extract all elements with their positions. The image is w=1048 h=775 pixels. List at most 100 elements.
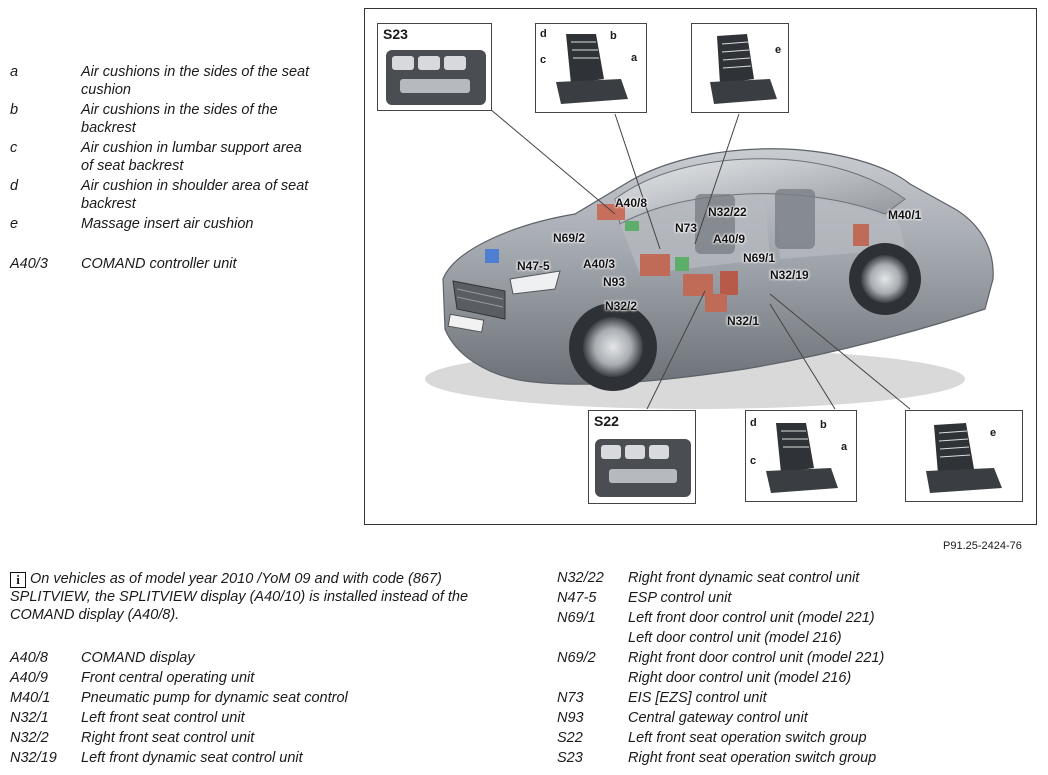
callout-seat-top-left: d b a c bbox=[535, 23, 647, 113]
legend-desc: Front central operating unit bbox=[81, 670, 255, 686]
legend-code: A40/8 bbox=[10, 650, 48, 666]
label-a40-8: A40/8 bbox=[615, 196, 648, 210]
module-a40-3 bbox=[640, 254, 670, 276]
legend-item: N69/2 Right front door control unit (mode… bbox=[557, 648, 1037, 668]
callout-s22: S22 bbox=[588, 410, 696, 504]
legend-desc: Right front seat control unit bbox=[81, 730, 255, 746]
legend-desc: Right front seat operation switch group bbox=[628, 750, 877, 766]
legend-code: N32/1 bbox=[10, 710, 49, 726]
legend-desc: COMAND controller unit bbox=[81, 256, 237, 272]
label-n93: N93 bbox=[603, 275, 626, 289]
legend-desc: Air cushions in the sides of the seat cu… bbox=[81, 64, 310, 98]
legend-desc: Central gateway control unit bbox=[628, 710, 808, 726]
legend-desc: Pneumatic pump for dynamic seat control bbox=[81, 690, 348, 706]
label-m40-1: M40/1 bbox=[888, 208, 922, 222]
legend-item: S23 Right front seat operation switch gro… bbox=[557, 748, 1037, 768]
seat-letter-a: a bbox=[841, 441, 848, 453]
label-n69-2: N69/2 bbox=[553, 231, 586, 245]
label-n69-1: N69/1 bbox=[743, 251, 776, 265]
callout-s23: S23 bbox=[377, 23, 492, 111]
legend-item: N32/1 Left front seat control unit bbox=[10, 708, 480, 728]
label-a40-3: A40/3 bbox=[583, 257, 616, 271]
legend-desc: Left door control unit (model 216) bbox=[628, 630, 842, 646]
label-n47-5: N47-5 bbox=[517, 259, 550, 273]
legend-code: N73 bbox=[557, 690, 584, 706]
legend-code: d bbox=[10, 178, 19, 194]
legend-code: N32/2 bbox=[10, 730, 49, 746]
legend-item: Left door control unit (model 216) bbox=[557, 628, 1037, 648]
legend-item: N93 Central gateway control unit bbox=[557, 708, 1037, 728]
legend-desc: Left front dynamic seat control unit bbox=[81, 750, 303, 766]
legend-item-e: e Massage insert air cushion bbox=[10, 215, 330, 255]
legend-code: S23 bbox=[557, 750, 583, 766]
legend-code: b bbox=[10, 102, 19, 118]
legend-desc: Air cushions in the sides of the backres… bbox=[81, 102, 278, 136]
label-n73: N73 bbox=[675, 221, 698, 235]
legend-item: N32/22 Right front dynamic seat control u… bbox=[557, 568, 1037, 588]
seat-shape bbox=[775, 189, 815, 249]
seat-icon bbox=[766, 423, 838, 493]
module-n93 bbox=[683, 274, 713, 296]
legend-desc: Right front dynamic seat control unit bbox=[628, 570, 860, 586]
callout-title: S23 bbox=[383, 26, 408, 42]
massage-seat-icon bbox=[710, 34, 777, 104]
legend-item-d: d Air cushion in shoulder area of seat b… bbox=[10, 177, 330, 215]
callout-seat-bottom-right: e bbox=[905, 410, 1023, 502]
massage-seat-icon bbox=[926, 423, 1002, 493]
legend-code: N32/22 bbox=[557, 570, 604, 586]
callout-seat-bottom-left: d b a c bbox=[745, 410, 857, 502]
legend-desc: Left front seat operation switch group bbox=[628, 730, 867, 746]
legend-top: a Air cushions in the sides of the seat … bbox=[10, 63, 330, 275]
legend-desc: Left front seat control unit bbox=[81, 710, 245, 726]
label-n32-19: N32/19 bbox=[770, 268, 809, 282]
seat-letter-c: c bbox=[540, 54, 547, 66]
leader-lines bbox=[489, 108, 911, 410]
seat-icon bbox=[556, 34, 628, 104]
label-n32-22: N32/22 bbox=[708, 205, 747, 219]
legend-item-b: b Air cushions in the sides of the backr… bbox=[10, 101, 330, 139]
seat-letter-e: e bbox=[990, 427, 997, 439]
module-a40-9 bbox=[675, 257, 689, 271]
label-n32-2: N32/2 bbox=[605, 299, 638, 313]
legend-item: A40/9 Front central operating unit bbox=[10, 668, 480, 688]
legend-code: N93 bbox=[557, 710, 584, 726]
label-n32-1: N32/1 bbox=[727, 314, 760, 328]
legend-code: c bbox=[10, 140, 18, 156]
legend-item-a40-3: A40/3 COMAND controller unit bbox=[10, 255, 330, 275]
legend-code: N47-5 bbox=[557, 590, 597, 606]
legend-code: a bbox=[10, 64, 19, 80]
license-plate bbox=[447, 313, 485, 333]
seat-letter-c: c bbox=[750, 455, 757, 467]
module-m40-1 bbox=[853, 224, 869, 246]
module-n69-2 bbox=[625, 221, 639, 231]
legend-code: S22 bbox=[557, 730, 583, 746]
module-n47-5 bbox=[485, 249, 499, 263]
module-a40-8 bbox=[597, 204, 625, 220]
label-a40-9: A40/9 bbox=[713, 232, 746, 246]
figure-reference: P91.25-2424-76 bbox=[943, 540, 1022, 552]
legend-code: N69/2 bbox=[557, 650, 596, 666]
legend-item-c: c Air cushion in lumbar support area of … bbox=[10, 139, 330, 177]
legend-item: N32/2 Right front seat control unit bbox=[10, 728, 480, 748]
legend-code: A40/9 bbox=[10, 670, 48, 686]
legend-item-a: a Air cushions in the sides of the seat … bbox=[10, 63, 330, 101]
seat-letter-d: d bbox=[540, 28, 547, 40]
legend-code: N69/1 bbox=[557, 610, 596, 626]
legend-desc: Air cushion in lumbar support area of se… bbox=[81, 140, 302, 174]
callout-seat-top-right: e bbox=[691, 23, 789, 113]
legend-item: Right door control unit (model 216) bbox=[557, 668, 1037, 688]
module-n32-2 bbox=[705, 294, 727, 312]
legend-desc: Right front door control unit (model 221… bbox=[628, 650, 885, 666]
legend-desc: Air cushion in shoulder area of seat bac… bbox=[81, 178, 309, 212]
switch-group-icon bbox=[595, 439, 691, 497]
legend-item: N73 EIS [EZS] control unit bbox=[557, 688, 1037, 708]
car-headlight bbox=[509, 270, 561, 295]
note-text: On vehicles as of model year 2010 /YoM 0… bbox=[10, 571, 469, 623]
legend-desc: EIS [EZS] control unit bbox=[628, 690, 767, 706]
